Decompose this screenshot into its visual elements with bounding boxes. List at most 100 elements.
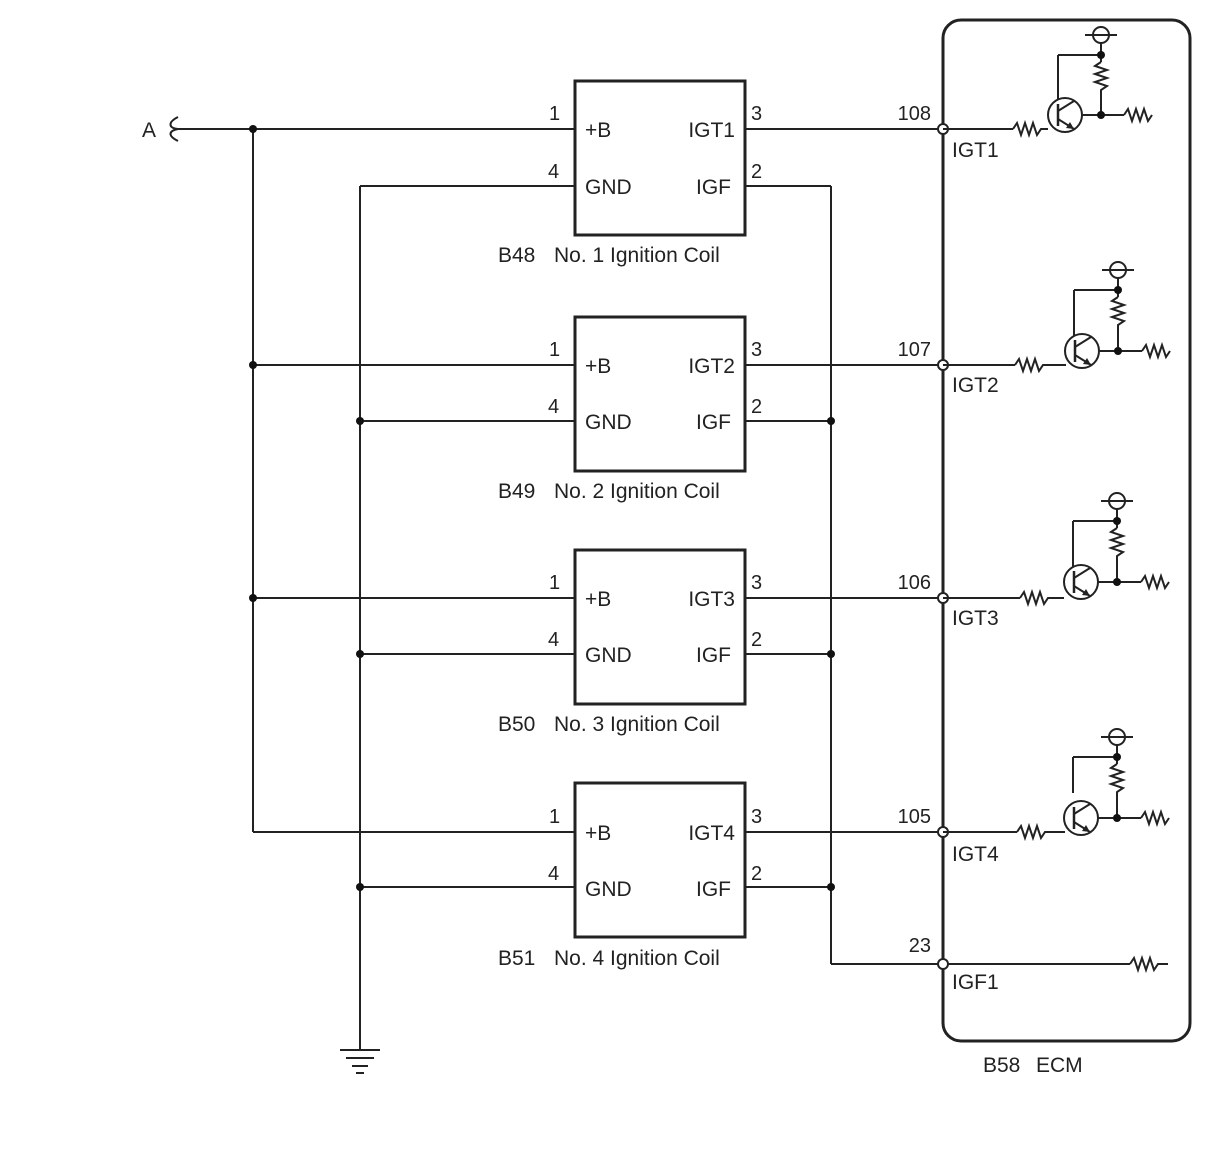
transistor-icon xyxy=(1062,563,1100,601)
junction-dot xyxy=(356,883,364,891)
component-name: No. 4 Ignition Coil xyxy=(554,947,720,970)
junction-dot xyxy=(1113,517,1121,525)
junction-dot xyxy=(249,125,257,133)
power-source-icon xyxy=(1101,728,1133,746)
junction-dot xyxy=(827,650,835,658)
igt-wires xyxy=(745,128,943,833)
component-name: No. 1 Ignition Coil xyxy=(554,244,720,267)
junction-dot xyxy=(1113,753,1121,761)
resistor-symbol xyxy=(1016,822,1065,842)
terminal-igf: IGF xyxy=(696,878,731,901)
ecm-pin-igt3: 106 IGT3 xyxy=(898,572,999,630)
connector-code: B48 xyxy=(498,244,535,267)
igt3-driver xyxy=(943,492,1170,608)
terminal-igt: IGT4 xyxy=(688,822,735,845)
ecm-pin-number: 108 xyxy=(898,103,931,125)
terminal-gnd: GND xyxy=(585,878,632,901)
power-bus xyxy=(249,125,575,833)
pin-gnd: 4 xyxy=(548,396,559,418)
ground-symbol xyxy=(340,1049,380,1074)
junction-dot xyxy=(1114,347,1122,355)
resistor-symbol xyxy=(1012,119,1048,139)
resistor-symbol xyxy=(1129,954,1168,974)
component-name: No. 3 Ignition Coil xyxy=(554,713,720,736)
junction-dot xyxy=(1113,578,1121,586)
pin-igf: 2 xyxy=(751,863,762,885)
junction-dot xyxy=(1114,286,1122,294)
terminal-igt: IGT3 xyxy=(688,588,735,611)
ignition-coil-3: 1 4 3 2 +B GND IGT3 IGF B50 No. 3 Igniti… xyxy=(498,548,762,736)
ecm-pin-igt2: 107 IGT2 xyxy=(898,339,999,397)
pin-b: 1 xyxy=(549,572,560,594)
terminal-b: +B xyxy=(585,119,611,142)
pin-igf: 2 xyxy=(751,396,762,418)
terminal-gnd: GND xyxy=(585,176,632,199)
terminal-b: +B xyxy=(585,355,611,378)
pin-igt: 3 xyxy=(751,572,762,594)
terminal-gnd: GND xyxy=(585,411,632,434)
junction-dot xyxy=(249,594,257,602)
igt4-driver xyxy=(943,728,1170,842)
resistor-symbol xyxy=(1107,763,1127,818)
resistor-symbol xyxy=(1140,808,1170,828)
ecm-pin-label: IGT4 xyxy=(952,843,999,866)
pin-b: 1 xyxy=(549,806,560,828)
terminal-gnd: GND xyxy=(585,644,632,667)
ignition-coil-1: 1 4 3 2 +B GND IGT1 IGF B48 No. 1 Igniti… xyxy=(498,79,762,267)
resistor-symbol xyxy=(1108,296,1128,351)
ground-bus xyxy=(340,185,575,1074)
connector-code: B51 xyxy=(498,947,535,970)
ecm-terminal xyxy=(937,958,949,970)
resistor-symbol xyxy=(1014,355,1066,375)
ignition-coil-2: 1 4 3 2 +B GND IGT2 IGF B49 No. 2 Igniti… xyxy=(498,315,762,503)
transistor-icon xyxy=(1063,332,1101,370)
ecm-pin-igt4: 105 IGT4 xyxy=(898,806,999,866)
terminal-igf: IGF xyxy=(696,411,731,434)
ecm-body xyxy=(941,18,1192,1043)
junction-dot xyxy=(249,361,257,369)
resistor-symbol xyxy=(1123,105,1153,125)
component-name: No. 2 Ignition Coil xyxy=(554,480,720,503)
resistor-symbol xyxy=(1107,527,1127,582)
junction-dot xyxy=(356,417,364,425)
terminal-b: +B xyxy=(585,822,611,845)
igt2-driver xyxy=(943,261,1171,375)
pin-igf: 2 xyxy=(751,629,762,651)
connector-code: B50 xyxy=(498,713,535,736)
terminal-b: +B xyxy=(585,588,611,611)
ecm-pin-label: IGT1 xyxy=(952,139,999,162)
transistor-icon xyxy=(1046,96,1084,134)
ignition-coil-4: 1 4 3 2 +B GND IGT4 IGF B51 No. 4 Igniti… xyxy=(498,781,762,970)
pin-gnd: 4 xyxy=(548,629,559,651)
junction-dot xyxy=(356,650,364,658)
junction-dot xyxy=(1097,111,1105,119)
igf-bus xyxy=(745,185,943,965)
pin-igt: 3 xyxy=(751,806,762,828)
terminal-igf: IGF xyxy=(696,176,731,199)
ecm-pin-igf1: 23 IGF1 xyxy=(909,935,1168,994)
power-source-icon xyxy=(1085,26,1117,44)
input-a-label: A xyxy=(142,119,156,142)
break-symbol xyxy=(169,116,179,142)
ecm-pin-label: IGT2 xyxy=(952,374,999,397)
junction-dot xyxy=(827,883,835,891)
igt1-driver xyxy=(943,26,1153,139)
junction-dot xyxy=(1113,814,1121,822)
ecm-pin-number: 23 xyxy=(909,935,931,957)
power-source-icon xyxy=(1102,261,1134,279)
ecm-pin-igt1: 108 IGT1 xyxy=(898,103,999,162)
coil-body xyxy=(573,79,747,237)
pin-gnd: 4 xyxy=(548,863,559,885)
ecm-pin-number: 106 xyxy=(898,572,931,594)
pin-igf: 2 xyxy=(751,161,762,183)
ecm-pin-number: 107 xyxy=(898,339,931,361)
power-source-icon xyxy=(1101,492,1133,510)
ecm-connector-code: B58 xyxy=(983,1054,1020,1077)
resistor-symbol xyxy=(1141,341,1171,361)
ecm: B58 ECM 108 IGT1 107 IGT2 106 IGT3 105 I… xyxy=(898,18,1192,1077)
terminal-igt: IGT2 xyxy=(688,355,735,378)
coil-body xyxy=(573,315,747,473)
pin-b: 1 xyxy=(549,103,560,125)
pin-igt: 3 xyxy=(751,339,762,361)
